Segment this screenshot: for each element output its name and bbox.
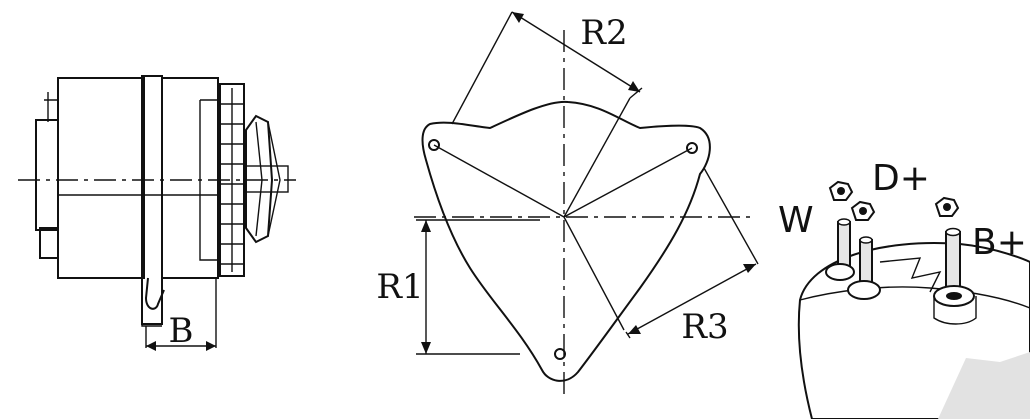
dimension-r3-label: R3 (681, 307, 728, 347)
terminal-w-stud (825, 218, 855, 281)
nut-mid (850, 200, 876, 221)
nut-top-left (828, 180, 854, 201)
mounting-hole-bottom (554, 348, 566, 360)
dimension-r1: R1 (376, 219, 540, 355)
terminal-d-plus-label: D+ (872, 158, 930, 199)
terminal-b-plus-stud (933, 227, 977, 325)
alternator-side-view: B (18, 75, 296, 351)
dimension-r2-label: R2 (580, 13, 627, 53)
terminal-b-plus-label: B+ (972, 222, 1027, 263)
dimension-r3: R3 (625, 167, 759, 347)
dimension-b-label: B (169, 311, 194, 351)
terminal-d-plus-stud (847, 236, 881, 300)
dimension-b: B (146, 311, 216, 351)
nut-right (934, 196, 960, 217)
watermark-logo (938, 352, 1030, 419)
flange-end-view: R2 R3 R1 (376, 11, 759, 400)
terminal-view: W D+ B+ (778, 158, 1030, 419)
mounting-hole-right (686, 142, 698, 154)
terminal-w-label: W (778, 200, 814, 241)
alternator-body (35, 75, 289, 348)
dimension-r2: R2 (451, 11, 643, 125)
dimension-r1-label: R1 (376, 267, 423, 307)
mounting-hole-left (428, 139, 440, 151)
flange-outline (421, 100, 711, 382)
